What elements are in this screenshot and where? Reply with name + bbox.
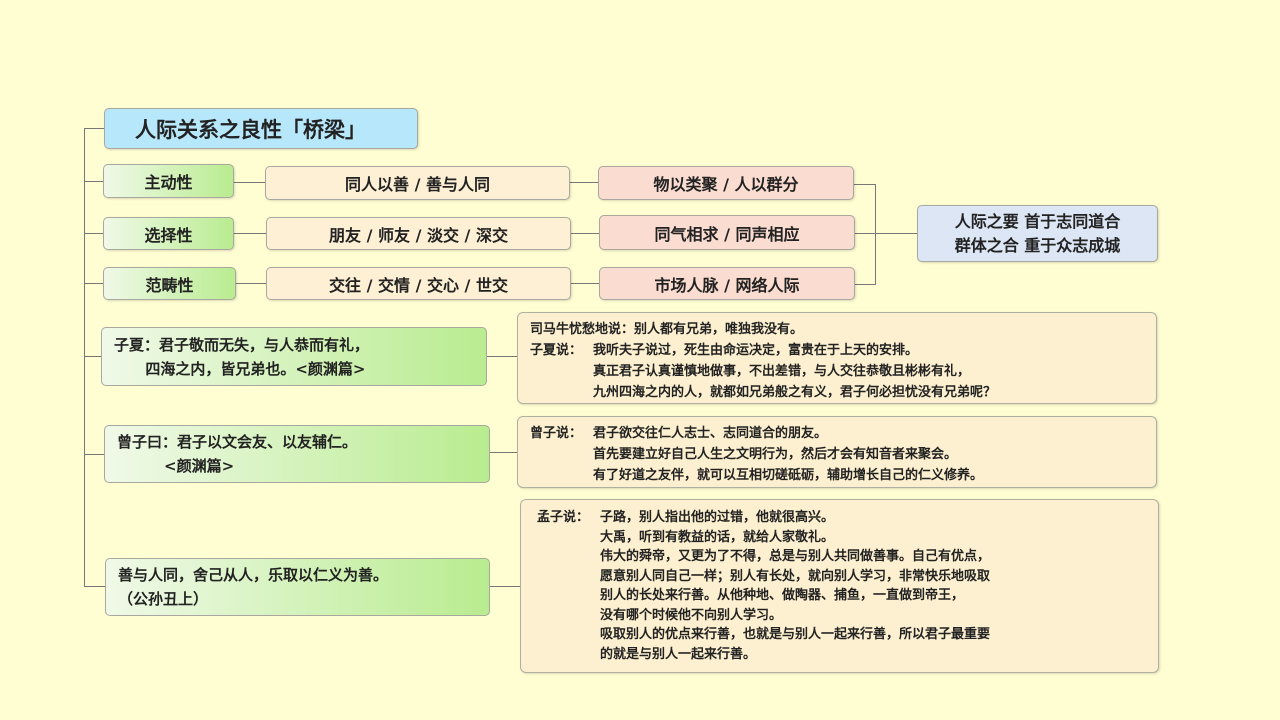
note-line: 我听夫子说过，死生由命运决定，富贵在于上天的安排。 xyxy=(593,343,919,358)
speaker: 子夏说： xyxy=(530,343,583,358)
speaker: 孟子说： xyxy=(537,510,590,525)
note-line: 子路，别人指出他的过错，他就很高兴。 xyxy=(600,510,835,525)
branch-detail: 朋友 / 师友 / 淡交 / 深交 xyxy=(266,217,571,250)
note-line: 别人的长处来行善。从他种地、做陶器、捕鱼，一直做到帝王， xyxy=(600,588,965,603)
connector xyxy=(84,181,103,182)
connector xyxy=(487,356,517,357)
connector xyxy=(84,356,101,357)
explanation-note: 曾子说： 君子欲交往仁人志士、志同道合的朋友。 首先要建立好自己人生之文明行为，… xyxy=(517,416,1157,488)
note-line: 别人都有兄弟，唯独我没有。 xyxy=(634,322,804,337)
connector xyxy=(234,233,266,234)
connector xyxy=(234,182,265,183)
connector xyxy=(855,233,875,234)
note-line: 真正君子认真谨慎地做事，不出差错，与人交往恭敬且彬彬有礼， xyxy=(593,364,971,379)
connector xyxy=(490,452,517,453)
quote-node: 善与人同，舍己从人，乐取以仁义为善。 （公孙丑上） xyxy=(105,558,490,616)
branch-example: 同气相求 / 同声相应 xyxy=(599,215,855,250)
note-line: 的就是与别人一起来行善。 xyxy=(600,646,757,662)
quote-node: 曾子曰：君子以文会友、以友辅仁。 <颜渊篇> xyxy=(104,425,490,483)
note-line: 九州四海之内的人，就都如兄弟般之有义，君子何必担忧没有兄弟呢？ xyxy=(593,385,997,400)
branch-example: 市场人脉 / 网络人际 xyxy=(599,267,855,300)
connector xyxy=(490,586,520,587)
quote-node: 子夏：君子敬而无失，与人恭而有礼， 四海之内，皆兄弟也。<颜渊篇> xyxy=(101,327,487,386)
connector xyxy=(84,128,104,129)
connector xyxy=(84,586,105,587)
connector xyxy=(84,283,103,284)
connector xyxy=(236,283,266,284)
connector xyxy=(854,184,875,185)
branch-proactive: 主动性 xyxy=(103,164,234,198)
connector xyxy=(571,233,599,234)
speaker: 司马牛忧愁地说： xyxy=(530,322,635,337)
connector xyxy=(84,454,104,455)
branch-detail: 交往 / 交情 / 交心 / 世交 xyxy=(266,267,571,300)
connector xyxy=(875,184,876,285)
explanation-note: 司马牛忧愁地说：别人都有兄弟，唯独我没有。 子夏说： 我听夫子说过，死生由命运决… xyxy=(517,312,1157,404)
branch-selective: 选择性 xyxy=(103,217,234,250)
summary-line: 群体之合 重于众志成城 xyxy=(954,235,1121,255)
note-line: 吸取别人的优点来行善，也就是与别人一起来行善，所以君子最重要 xyxy=(600,627,991,642)
note-line: 有了好道之友伴，就可以互相切磋砥砺，辅助增长自己的仁义修养。 xyxy=(593,468,984,483)
explanation-note: 孟子说： 子路，别人指出他的过错，他就很高兴。 大禹，听到有教益的话，就给人家敬… xyxy=(520,499,1159,673)
connector xyxy=(570,182,598,183)
summary-node: 人际之要 首于志同道合 群体之合 重于众志成城 xyxy=(917,205,1158,262)
connector xyxy=(875,233,917,234)
note-line: 首先要建立好自己人生之文明行为，然后才会有知音者来聚会。 xyxy=(593,447,958,462)
connector xyxy=(84,233,103,234)
speaker: 曾子说： xyxy=(530,426,583,441)
trunk-line xyxy=(84,128,85,586)
connector xyxy=(571,283,599,284)
note-line: 伟大的舜帝，又更为了不得，总是与别人共同做善事。自己有优点， xyxy=(600,549,991,564)
branch-scope: 范畴性 xyxy=(103,267,236,300)
branch-detail: 同人以善 / 善与人同 xyxy=(265,166,570,200)
note-line: 大禹，听到有教益的话，就给人家敬礼。 xyxy=(600,529,835,545)
note-line: 君子欲交往仁人志士、志同道合的朋友。 xyxy=(593,426,828,441)
summary-line: 人际之要 首于志同道合 xyxy=(954,211,1121,231)
connector xyxy=(855,284,875,285)
branch-example: 物以类聚 / 人以群分 xyxy=(598,166,854,200)
title-node: 人际关系之良性「桥梁」 xyxy=(104,108,418,149)
note-line: 没有哪个时候他不向别人学习。 xyxy=(600,607,783,623)
note-line: 愿意别人同自己一样；别人有长处，就向别人学习，非常快乐地吸取 xyxy=(600,568,991,584)
